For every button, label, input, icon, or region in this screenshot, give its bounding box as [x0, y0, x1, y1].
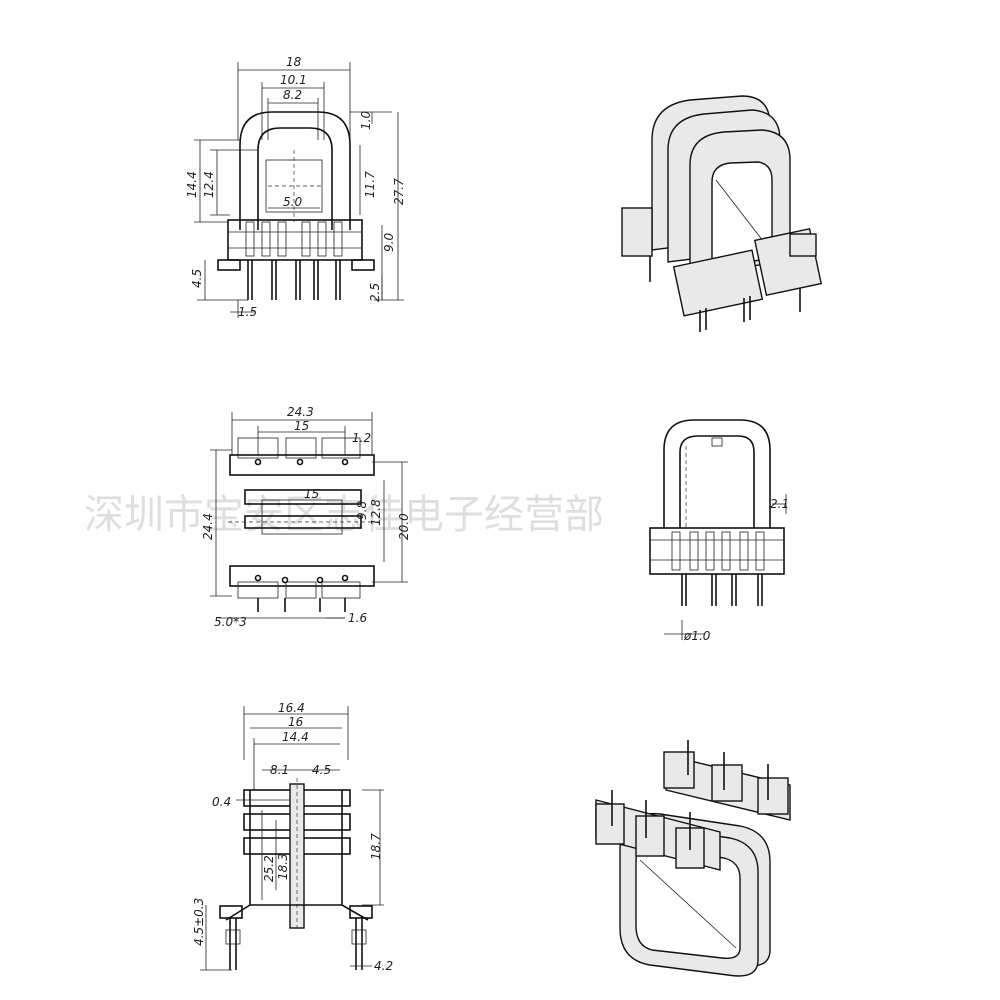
dim-9-8: 9.8 [355, 501, 369, 520]
side-view-drawing: 2.1 ø1.0 [649, 419, 789, 643]
dim-4-5-top: 4.5 [312, 763, 331, 777]
dim-4-5-pm: 4.5±0.3 [192, 898, 206, 946]
dim-16: 16 [288, 715, 304, 729]
dim-27-7: 27.7 [392, 178, 406, 205]
dim-8-2: 8.2 [283, 88, 302, 102]
top-view-drawing: 24.3 15 1.2 24.4 20.0 15 9.8 12.8 5.0*3 … [201, 405, 411, 629]
dim-12-8: 12.8 [369, 499, 383, 526]
isometric-view-rear [595, 740, 791, 977]
dim-1-2: 1.2 [352, 431, 371, 445]
dim-4-5: 4.5 [190, 269, 204, 288]
dim-18: 18 [286, 55, 302, 69]
dim-9-0: 9.0 [382, 233, 396, 252]
dim-14-4: 14.4 [282, 730, 309, 744]
dim-24-3: 24.3 [287, 405, 314, 419]
dim-8-1: 8.1 [270, 763, 289, 777]
dim-phi-1-0: ø1.0 [683, 629, 711, 643]
watermark: 深圳市宝安区志佳电子经营部 [84, 492, 604, 538]
dim-5-0: 5.0 [283, 195, 302, 209]
dim-2-5: 2.5 [368, 283, 382, 302]
front-view-drawing: 18 10.1 8.2 1.0 14.4 12.4 11.7 27.7 5.0 … [185, 55, 406, 319]
dim-1-5: 1.5 [238, 305, 257, 319]
isometric-view-front [621, 95, 823, 332]
dim-2-1: 2.1 [770, 497, 789, 511]
dim-0-4: 0.4 [212, 795, 231, 809]
dim-16-4: 16.4 [278, 701, 305, 715]
dim-1-0: 1.0 [359, 111, 373, 130]
dim-11-7: 11.7 [363, 171, 377, 198]
dim-1-6: 1.6 [348, 611, 367, 625]
dim-18-7: 18.7 [369, 833, 383, 860]
dim-18-3: 18.3 [276, 853, 290, 880]
dim-10-1: 10.1 [280, 73, 307, 87]
dim-15-top: 15 [294, 419, 309, 433]
dim-4-2: 4.2 [374, 959, 393, 973]
dim-15-mid: 15 [304, 487, 319, 501]
dim-pitch: 5.0*3 [214, 615, 247, 629]
dim-14-4: 14.4 [185, 171, 199, 198]
section-view-drawing: 16.4 16 14.4 8.1 4.5 0.4 18.7 25.2 18.3 … [192, 701, 393, 973]
dim-24-4: 24.4 [201, 513, 215, 540]
dim-12-4: 12.4 [202, 171, 216, 198]
dim-25-2: 25.2 [262, 855, 276, 882]
dim-20-0: 20.0 [397, 513, 411, 540]
